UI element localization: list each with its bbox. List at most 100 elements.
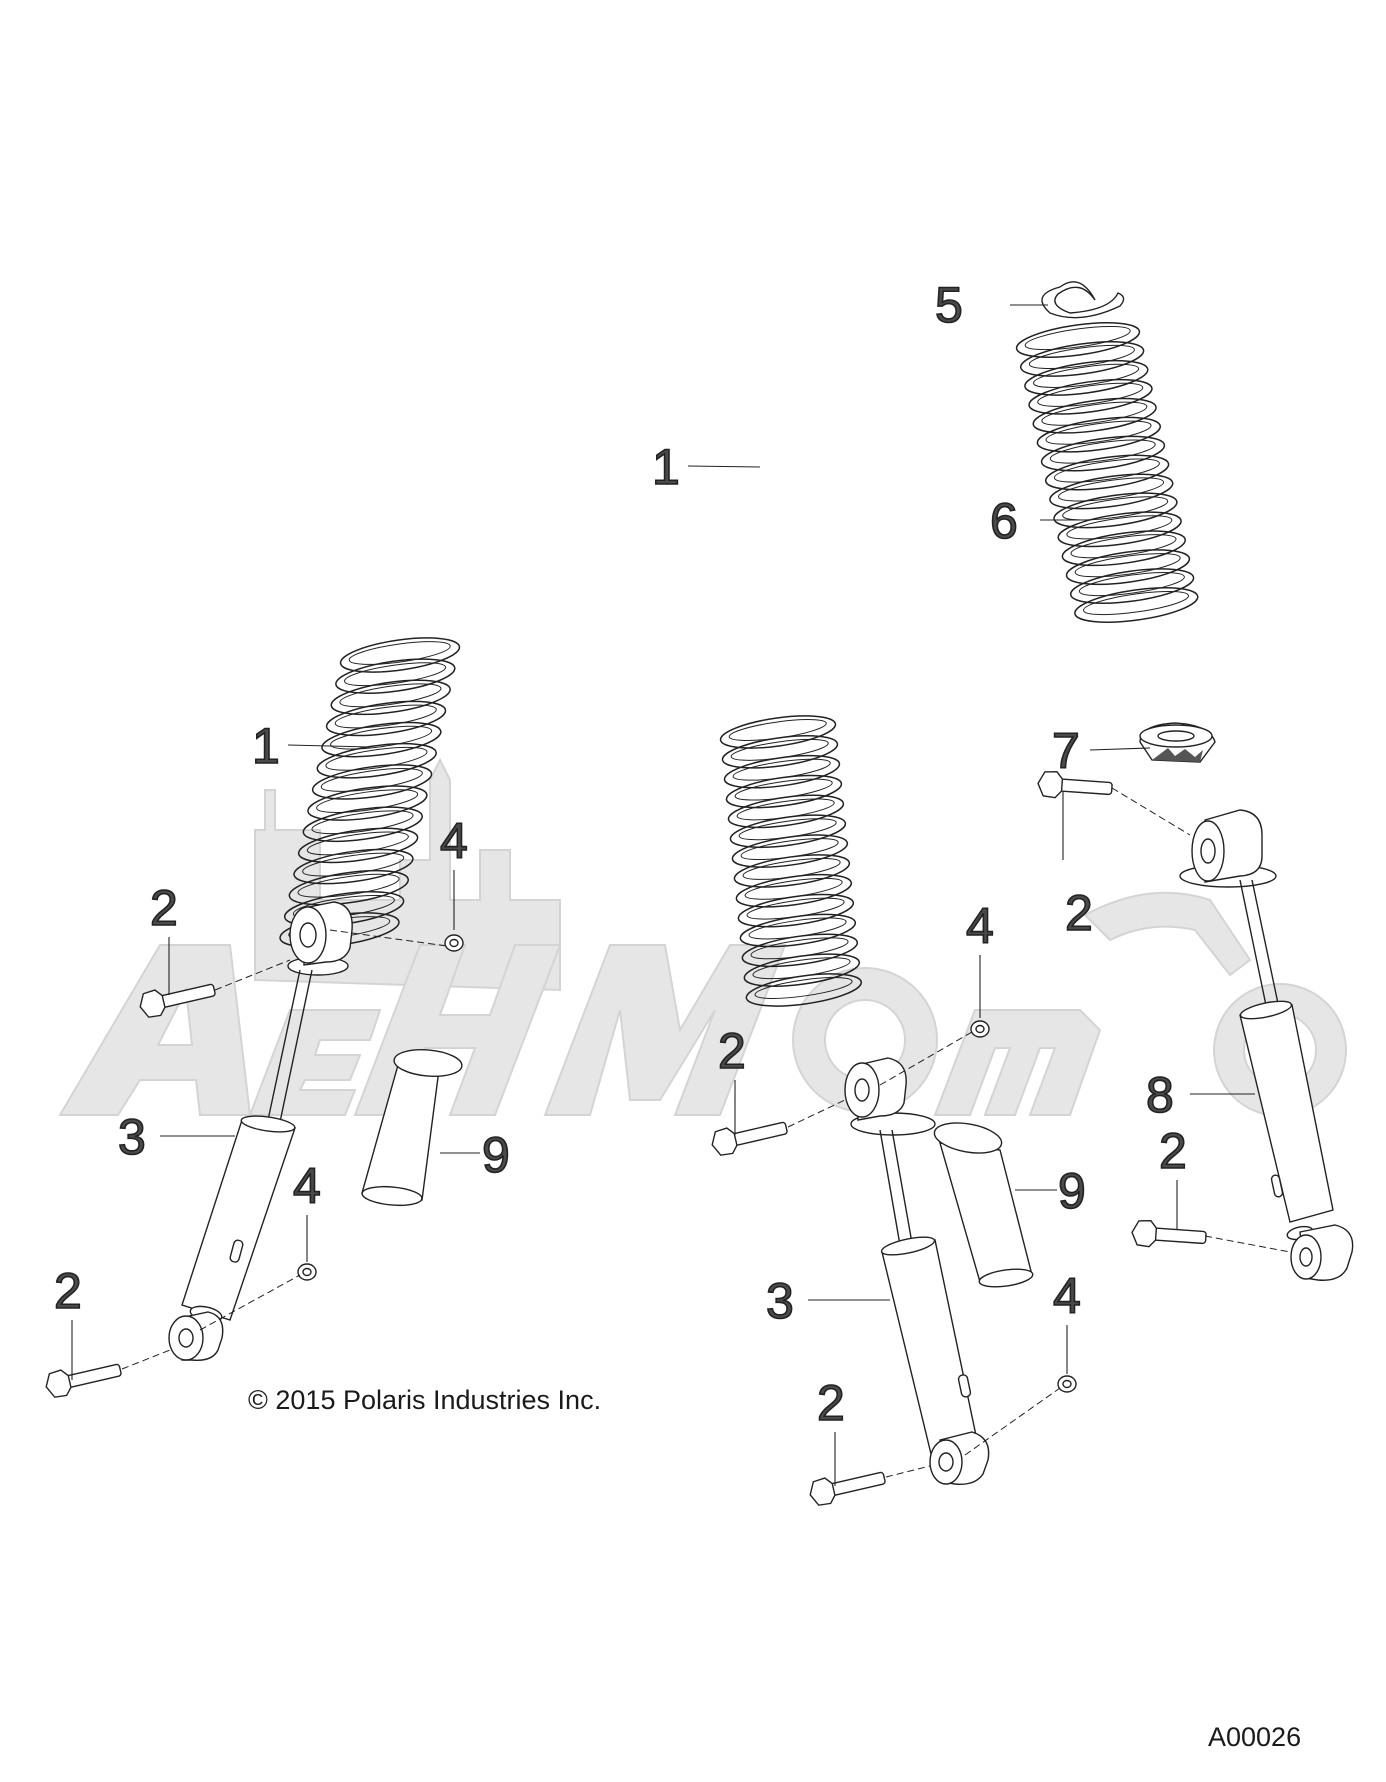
- coil-turn: [1040, 435, 1166, 472]
- coil-turn-inner: [302, 852, 405, 877]
- coil-turn: [723, 754, 841, 789]
- callout-2-centre-upper: 2: [718, 1023, 746, 1079]
- coil-turn-inner: [1037, 382, 1144, 407]
- callout-labels: 5 6 7 1 1 4 4 4 4 2 2 2 2 2 2 3 3 8 9 9: [53, 276, 1187, 1432]
- callout-2-right-lower: 2: [1159, 1123, 1187, 1179]
- drawing-id: A00026: [1208, 1722, 1302, 1752]
- coil-turn: [1049, 473, 1174, 510]
- coil-turn-inner: [1066, 515, 1173, 540]
- callout-3-centre: 3: [766, 1273, 794, 1329]
- coil-spring-upper-right: [1015, 322, 1199, 623]
- coil-turn-inner: [1024, 325, 1131, 351]
- callout-9-left: 9: [482, 1127, 510, 1183]
- bolt-right-upper: [1037, 771, 1113, 799]
- coil-turn: [1061, 530, 1186, 567]
- coil-turn-inner: [1083, 590, 1190, 616]
- coil-turn: [1074, 587, 1199, 623]
- coil-turn-inner: [1074, 553, 1181, 578]
- coil-turn: [1036, 416, 1162, 453]
- retaining-clip: [1041, 281, 1125, 319]
- coil-turn: [731, 834, 849, 868]
- coil-turn: [1028, 378, 1153, 415]
- coil-turn-inner: [730, 738, 829, 761]
- callout-2-centre-lower: 2: [817, 1375, 845, 1431]
- callout-7: 7: [1052, 723, 1080, 779]
- coil-turn: [307, 785, 428, 821]
- callout-2-right-upper: 2: [1065, 885, 1093, 941]
- callout-1-centre: 1: [652, 439, 680, 495]
- coil-turn-inner: [734, 778, 833, 801]
- coil-turn-inner: [316, 789, 419, 813]
- callout-4-left-lower: 4: [293, 1158, 321, 1214]
- coil-turn-inner: [1041, 401, 1148, 426]
- bolt-centre-lower: [809, 1471, 886, 1506]
- coil-turn: [339, 637, 461, 673]
- coil-turn: [297, 827, 419, 864]
- bolt-right-lower: [1131, 1220, 1207, 1248]
- shock-absorber-centre: [844, 1057, 990, 1485]
- assembly-lines: [121, 787, 1291, 1478]
- coil-turn-inner: [744, 877, 843, 900]
- coil-turn-inner: [339, 683, 442, 708]
- spring-seat: [1139, 722, 1216, 763]
- coil-turn: [302, 806, 423, 843]
- nut-centre-lower: [1057, 1375, 1077, 1393]
- coil-turn-inner: [1058, 477, 1165, 502]
- coil-turn-inner: [728, 719, 827, 741]
- callout-9-centre: 9: [1058, 1163, 1086, 1219]
- callout-4-centre-lower: 4: [1053, 1268, 1081, 1324]
- coil-turn-inner: [1028, 344, 1135, 370]
- coil-turn-inner: [746, 897, 845, 920]
- coil-turn: [733, 854, 851, 888]
- coil-turn: [1044, 454, 1170, 491]
- coil-turn-inner: [311, 810, 414, 835]
- coil-turn: [316, 742, 437, 779]
- coil-turn: [737, 893, 855, 928]
- bolt-centre-upper: [711, 1121, 788, 1156]
- callout-4-left-upper: 4: [440, 813, 468, 869]
- coil-turn-inner: [1053, 458, 1160, 483]
- leader-lines: [71, 304, 1255, 1486]
- nut-left-upper: [444, 934, 464, 952]
- callout-2-left-upper: 2: [150, 880, 178, 936]
- coil-turn: [321, 721, 442, 758]
- coil-turn: [727, 794, 845, 829]
- callout-3-left: 3: [118, 1109, 146, 1165]
- coil-turn-inner: [1033, 363, 1140, 388]
- coil-turn-inner: [306, 831, 409, 856]
- coil-spring-centre: [719, 715, 863, 1007]
- coil-turn: [721, 735, 839, 769]
- shock-absorber-left: [168, 901, 353, 1361]
- nut-left-lower: [297, 1263, 317, 1281]
- shock-absorber-right: [1179, 809, 1354, 1281]
- coil-turn: [311, 764, 433, 800]
- coil-turn: [335, 658, 456, 694]
- coil-turn: [725, 774, 843, 809]
- bolt-left-lower: [45, 1363, 122, 1398]
- coil-turn: [719, 715, 837, 749]
- coil-turn: [743, 953, 861, 987]
- dust-boot-left: [361, 1049, 463, 1207]
- coil-turn-inner: [1049, 439, 1156, 464]
- coil-turn-inner: [348, 641, 451, 665]
- coil-turn: [1015, 322, 1141, 358]
- watermark-logo: [58, 757, 1347, 1117]
- coil-turn-inner: [320, 768, 423, 792]
- coil-turn-inner: [754, 977, 853, 999]
- coil-turn-inner: [732, 758, 831, 781]
- callout-5: 5: [935, 277, 963, 333]
- coil-turn-inner: [748, 917, 847, 940]
- copyright-notice: © 2015 Polaris Industries Inc.: [248, 1385, 602, 1415]
- coil-turn: [1053, 492, 1178, 529]
- coil-turn-inner: [1070, 534, 1177, 559]
- coil-turn: [729, 814, 847, 849]
- coil-turn: [739, 913, 857, 948]
- nut-centre-upper: [970, 1020, 990, 1038]
- coil-turn-inner: [334, 704, 437, 729]
- coil-turn-inner: [1078, 572, 1185, 597]
- coil-turn: [1024, 359, 1149, 396]
- callout-6: 6: [990, 493, 1018, 549]
- coil-turn-inner: [1062, 496, 1169, 521]
- coil-turn-inner: [738, 818, 837, 841]
- callout-1-left: 1: [252, 718, 280, 774]
